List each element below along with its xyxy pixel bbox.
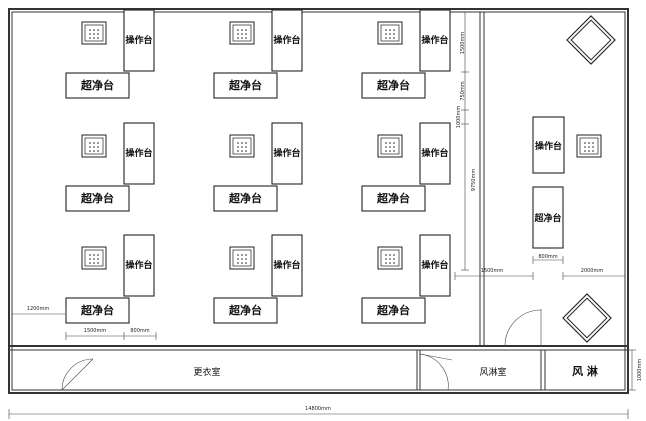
chair-icon <box>81 134 107 158</box>
dimension-labels: 1500mm 750mm 1000mm 9750mm 1500mm 800mm … <box>27 32 643 412</box>
operating-table <box>123 122 155 185</box>
clean-bench <box>213 297 278 324</box>
clean-bench-label: 超净台 <box>376 303 410 317</box>
dim-750: 750mm <box>460 81 466 100</box>
operating-table <box>419 9 451 72</box>
operating-table-label: 操作台 <box>421 34 448 46</box>
clean-bench <box>361 72 426 99</box>
clean-bench-label: 超净台 <box>80 303 114 317</box>
chair-icon <box>377 134 403 158</box>
dim-1000-side: 1000mm <box>637 359 643 382</box>
clean-bench-label: 超净台 <box>228 303 262 317</box>
operating-table-label: 操作台 <box>125 259 152 271</box>
operating-table <box>271 234 303 297</box>
operating-table <box>419 234 451 297</box>
dim-2000: 2000mm <box>581 268 604 274</box>
dim-1500-top: 1500mm <box>460 32 466 55</box>
clean-bench <box>361 185 426 212</box>
air-shower-label: 风 淋 <box>572 364 598 378</box>
clean-bench-right <box>532 186 564 249</box>
air-shower-room-label: 风淋室 <box>479 366 506 378</box>
clean-bench <box>361 297 426 324</box>
cabinet-top-right <box>566 15 616 65</box>
dim-1200: 1200mm <box>27 306 50 312</box>
operating-table-label: 操作台 <box>421 259 448 271</box>
operating-table-label: 操作台 <box>421 147 448 159</box>
operating-table-label: 操作台 <box>273 34 300 46</box>
cabinet-bottom-right <box>562 293 612 343</box>
clean-bench-label: 超净台 <box>376 191 410 205</box>
operating-table-label: 操作台 <box>273 147 300 159</box>
clean-bench-label: 超净台 <box>228 191 262 205</box>
chair-icon <box>81 246 107 270</box>
clean-bench-label: 超净台 <box>228 78 262 92</box>
chair-icon <box>229 21 255 45</box>
door-changing-room <box>61 358 94 391</box>
dim-1500-left: 1500mm <box>84 328 107 334</box>
changing-room-label: 更衣室 <box>193 366 220 378</box>
chair-icon <box>377 21 403 45</box>
clean-bench <box>65 297 130 324</box>
operating-table <box>419 122 451 185</box>
clean-bench-label: 超净台 <box>80 191 114 205</box>
workstations: 操作台超净台操作台超净台操作台超净台操作台超净台操作台超净台操作台超净台操作台超… <box>65 9 451 324</box>
operating-table-right <box>532 116 565 174</box>
clean-bench <box>213 72 278 99</box>
operating-table-label: 操作台 <box>125 34 152 46</box>
dim-1500-mid: 1500mm <box>481 268 504 274</box>
dim-1000: 1000mm <box>456 106 462 129</box>
dim-800-left: 800mm <box>130 328 149 334</box>
door-lab-entry <box>504 309 542 347</box>
clean-bench <box>65 72 130 99</box>
operating-table <box>123 9 155 72</box>
operating-table <box>123 234 155 297</box>
clean-bench-right-label: 超净台 <box>533 212 561 224</box>
operating-table-label: 操作台 <box>273 259 300 271</box>
chair-icon <box>229 134 255 158</box>
clean-bench <box>65 185 130 212</box>
chair-icon <box>229 246 255 270</box>
clean-bench-label: 超净台 <box>80 78 114 92</box>
chair-icon <box>377 246 403 270</box>
clean-bench <box>213 185 278 212</box>
operating-table <box>271 122 303 185</box>
outer-walls <box>8 8 629 394</box>
chair-icon <box>576 134 602 158</box>
dimension-lines <box>8 12 636 419</box>
operating-table-label: 操作台 <box>125 147 152 159</box>
clean-bench-label: 超净台 <box>376 78 410 92</box>
door-air-shower-room <box>419 353 453 391</box>
right-room-equipment: 操作台 超净台 <box>532 15 616 343</box>
dim-9750: 9750mm <box>471 169 477 192</box>
operating-table-right-label: 操作台 <box>535 140 562 152</box>
chair-icon <box>81 21 107 45</box>
dim-14800: 14800mm <box>305 406 331 412</box>
dim-800-right: 800mm <box>538 254 557 260</box>
operating-table <box>271 9 303 72</box>
